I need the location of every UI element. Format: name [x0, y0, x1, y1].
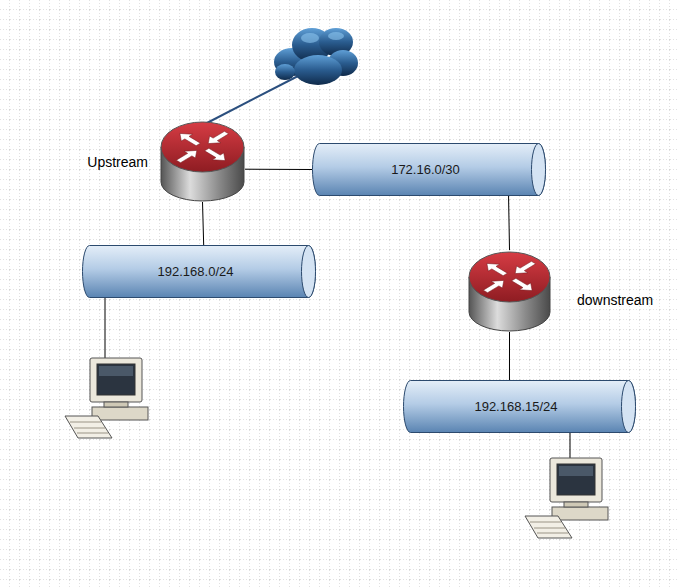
cloud-icon [274, 28, 358, 85]
workstation-icon [525, 458, 608, 538]
workstation-icon [65, 358, 148, 438]
router-top [469, 252, 550, 302]
subnet-label: 192.168.15/24 [474, 399, 557, 415]
router-label: downstream [577, 291, 653, 309]
pipe-end [622, 381, 636, 433]
network-segment: 192.168.0/24 [82, 245, 316, 298]
network-link [508, 196, 510, 250]
router-arrows [480, 259, 539, 295]
host-link [570, 432, 571, 458]
pipe-body [404, 381, 636, 433]
router-node: Upstream [160, 120, 245, 202]
network-segment: 192.168.15/24 [403, 380, 636, 433]
router-arrows [173, 129, 232, 165]
router-icon [468, 250, 551, 332]
router-top [161, 122, 244, 172]
network-segment: 172.16.0/30 [312, 143, 546, 196]
pipe-end [532, 144, 546, 196]
network-link [509, 332, 510, 380]
router-label: Upstream [87, 153, 148, 171]
pipe-body [83, 246, 316, 298]
subnet-label: 192.168.0/24 [158, 264, 234, 280]
pipe-body [313, 144, 546, 196]
internet-link [205, 74, 302, 124]
router-icon [160, 120, 245, 202]
router-node: downstream [468, 250, 551, 332]
host-link [105, 298, 106, 358]
network-link [203, 202, 204, 245]
network-link [245, 169, 312, 170]
subnet-label: 172.16.0/30 [391, 162, 460, 178]
pipe-end [302, 246, 316, 298]
